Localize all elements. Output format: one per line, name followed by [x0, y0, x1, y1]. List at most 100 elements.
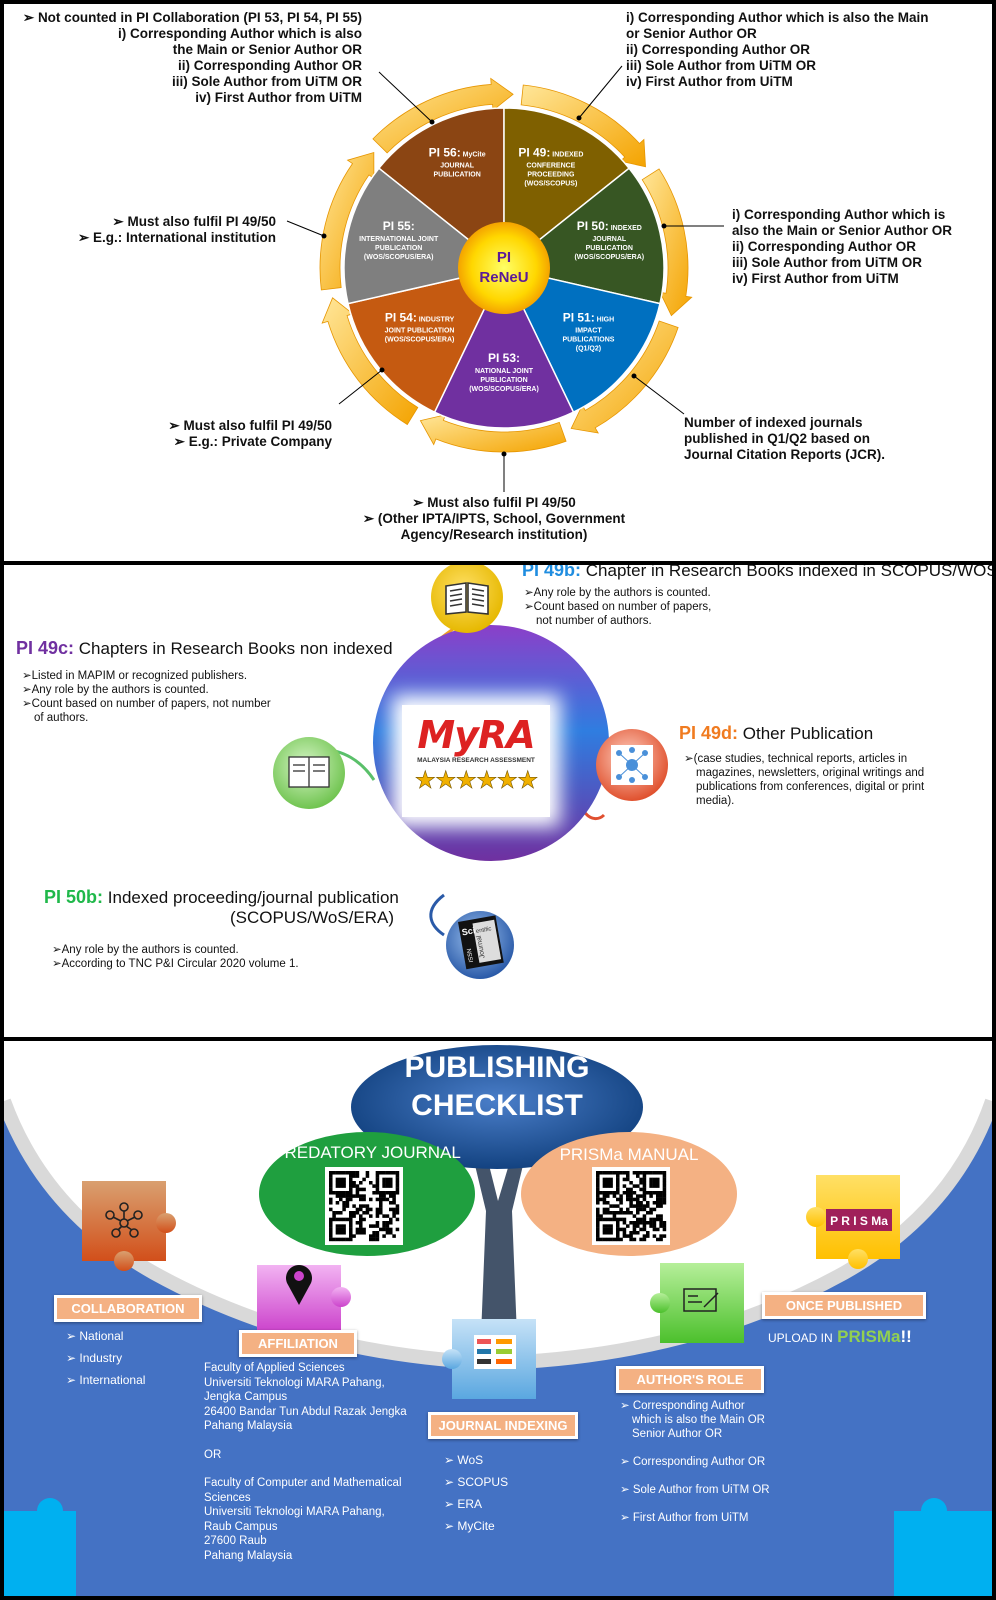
pi49b-item: not number of authors.	[536, 615, 652, 627]
pi49d-item: magazines, newsletters, original writing…	[696, 767, 925, 779]
affiliation-label: AFFILIATION	[239, 1330, 357, 1357]
affiliation-line: Faculty of Computer and Mathematical	[204, 1477, 402, 1489]
myra-stars: ★★★★★★	[414, 767, 539, 795]
wheel-segment	[377, 107, 505, 270]
segment-sublabel: PUBLICATION	[586, 245, 633, 252]
segment-sublabel: JOINT PUBLICATION	[385, 327, 455, 334]
tree-trunk	[474, 1161, 524, 1361]
affiliation-spacer	[204, 1434, 407, 1448]
book-icon	[288, 756, 330, 788]
note-pi51-line: published in Q1/Q2 based on	[684, 431, 871, 446]
note-pi53-line: ➢ Must also fulfil PI 49/50	[412, 495, 576, 510]
puzzle-author-role	[650, 1263, 744, 1343]
wheel-segment	[347, 266, 506, 414]
note-pi56-line: iv) First Author from UiTM	[195, 90, 362, 105]
note-pi49-line: iii) Sole Author from UiTM OR	[626, 58, 816, 73]
pi50b-title2: (SCOPUS/WoS/ERA)	[229, 908, 394, 927]
pi49d-heading: PI 49d: Other Publication	[679, 723, 873, 744]
segment-sublabel: (WOS/SCOPUS/ERA)	[469, 386, 539, 393]
segment-label: PI 56: MyCite	[429, 146, 486, 160]
pi49b-item: ➢Any role by the authors is counted.	[524, 587, 711, 599]
indexing-item: ➢ MyCite	[444, 1519, 495, 1533]
pi49c-item: ➢Any role by the authors is counted.	[22, 684, 209, 696]
note-pi50: i) Corresponding Author which is also th…	[732, 207, 952, 287]
pi50b-item: ➢According to TNC P&I Circular 2020 volu…	[52, 958, 299, 970]
segment-label: PI 55:	[383, 219, 415, 233]
author-role-label: AUTHOR'S ROLE	[616, 1366, 764, 1393]
note-pi50-line: iv) First Author from UiTM	[732, 271, 899, 286]
wheel-segment	[502, 266, 661, 414]
note-pi54-line: ➢ E.g.: Private Company	[173, 434, 332, 449]
cycle-arrow	[570, 320, 679, 434]
note-pi49: i) Corresponding Author which is also th…	[626, 10, 929, 90]
segment-sublabel: CONFERENCE	[526, 163, 575, 170]
pi49d-item: ➢(case studies, technical reports, artic…	[684, 753, 908, 765]
pi50b-heading: PI 50b: Indexed proceeding/journal publi…	[44, 887, 399, 928]
note-pi55-line: ➢ Must also fulfil PI 49/50	[112, 214, 276, 229]
indexing-item: ➢ ERA	[444, 1497, 483, 1511]
pi49b-item: ➢Count based on number of papers,	[524, 601, 712, 613]
checklist-title-line: CHECKLIST	[411, 1089, 583, 1122]
note-pi50-line: ii) Corresponding Author OR	[732, 239, 916, 254]
prisma-manual-title: PRISMa MANUAL	[559, 1145, 699, 1164]
pi50b-item: ➢Any role by the authors is counted.	[52, 944, 239, 956]
form-edit-icon	[683, 1288, 719, 1312]
segment-label: PI 54: INDUSTRY	[385, 310, 455, 324]
indexing-logos-icon	[474, 1335, 516, 1369]
note-pi49-line: iv) First Author from UiTM	[626, 74, 793, 89]
segment-label: PI 51: HIGH	[563, 310, 614, 324]
pi49b-title: Chapter in Research Books indexed in SCO…	[585, 565, 992, 580]
segment-sublabel: PROCEEDING	[527, 172, 575, 179]
note-pi53: ➢ Must also fulfil PI 49/50 ➢ (Other IPT…	[304, 495, 684, 543]
note-pi50-line: also the Main or Senior Author OR	[732, 223, 953, 238]
segment-sublabel: PUBLICATION	[375, 245, 422, 252]
affiliation-line: Universiti Teknologi MARA Pahang,	[204, 1376, 385, 1389]
segment-sublabel: JOURNAL	[440, 163, 475, 170]
segment-label: PI 49: INDEXED	[518, 146, 583, 160]
pi49b-heading: PI 49b: Chapter in Research Books indexe…	[522, 565, 992, 581]
wheel-segment	[433, 266, 575, 429]
open-book-icon	[445, 582, 489, 615]
note-pi56-line: i) Corresponding Author which is also	[117, 26, 362, 41]
affiliation-line: 27600 Raub	[204, 1535, 267, 1547]
journal-icon: Sci entific Journal ISSN	[458, 915, 504, 970]
predatory-journal-title: PREDATORY JOURNAL	[273, 1143, 461, 1162]
checklist-title-bubble	[351, 1045, 643, 1169]
author-role-item: ➢ Corresponding Author	[620, 1400, 745, 1412]
prisma-logo	[826, 1209, 892, 1231]
segment-sublabel: IMPACT	[575, 327, 602, 334]
segment-sublabel: (WOS/SCOPUS/ERA)	[385, 336, 455, 343]
note-pi56-line: ii) Corresponding Author OR	[178, 58, 362, 73]
pi49d-item: media).	[696, 795, 735, 807]
note-pi55: ➢ Must also fulfil PI 49/50 ➢ E.g.: Inte…	[78, 214, 276, 246]
pi49c-item: of authors.	[34, 712, 89, 724]
segment-sublabel: NATIONAL JOINT	[475, 368, 534, 375]
collaboration-label: COLLABORATION	[54, 1295, 202, 1322]
myra-logo-text: MyRA	[417, 713, 535, 757]
author-role-item: ➢ Sole Author from UiTM OR	[620, 1484, 770, 1496]
collaboration-item: ➢ National	[66, 1329, 124, 1343]
segment-sublabel: (WOS/SCOPUS/ERA)	[364, 254, 434, 261]
author-role-item: which is also the Main OR	[632, 1414, 765, 1426]
svg-text:Journal: Journal	[476, 935, 487, 959]
segment-sublabel: (WOS/SCOPUS)	[524, 181, 577, 188]
affiliation-line: Pahang Malaysia	[204, 1420, 293, 1432]
pi49d-title: Other Publication	[742, 724, 874, 743]
checklist-title-line: PUBLISHING	[404, 1051, 590, 1084]
collaboration-list: ➢ National ➢ Industry ➢ International	[66, 1325, 145, 1391]
affiliation-text: Faculty of Applied Sciences Universiti T…	[204, 1361, 407, 1563]
journal-indexing-label: JOURNAL INDEXING	[428, 1412, 578, 1439]
location-pin-icon	[286, 1265, 312, 1305]
svg-text:entific: entific	[475, 926, 491, 935]
indexing-item: ➢ SCOPUS	[444, 1475, 509, 1489]
book-circle-49b	[431, 565, 503, 633]
segment-sublabel: (Q1/Q2)	[576, 345, 601, 352]
affiliation-line: OR	[204, 1448, 222, 1461]
pi50b-list: ➢Any role by the authors is counted. ➢Ac…	[52, 943, 299, 971]
prisma-name: PRISMa	[837, 1327, 901, 1346]
cycle-arrow	[520, 84, 646, 168]
note-pi56-line: the Main or Senior Author OR	[172, 42, 362, 57]
note-pi56-line: ➢ Not counted in PI Collaboration (PI 53…	[22, 10, 362, 25]
collaboration-item: ➢ Industry	[66, 1351, 123, 1365]
